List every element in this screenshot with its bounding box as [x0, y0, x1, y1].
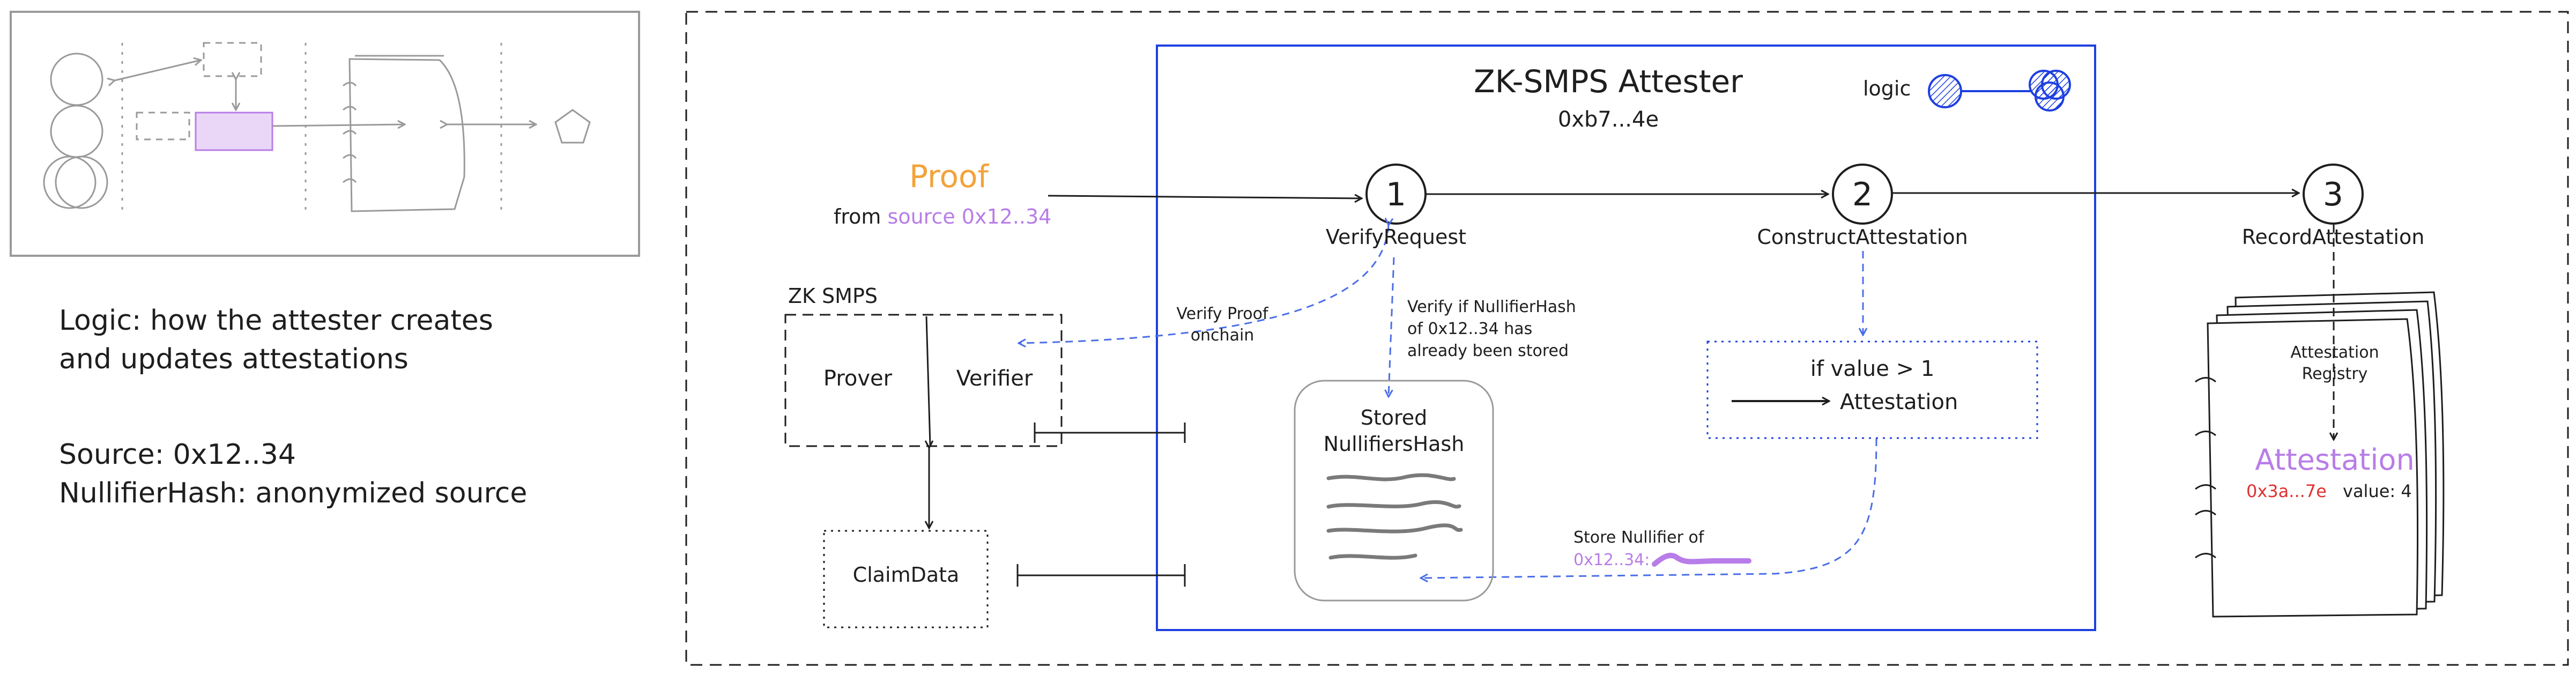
claimdata-box — [823, 530, 989, 628]
note-logic-line2: and updates attestations — [59, 343, 409, 375]
stored-line2: NullifiersHash — [1323, 432, 1465, 456]
note-nullifier: NullifierHash: anonymized source — [59, 477, 528, 509]
zk-smps-divider — [925, 316, 931, 446]
attestation-id: 0x3a...7e — [2246, 481, 2327, 501]
step-2-circle — [1832, 164, 1893, 225]
registry-label-line1: Attestation — [2290, 343, 2379, 362]
proof-from-label: from source 0x12..34 — [834, 205, 1051, 228]
attestation-registry-notebook — [2195, 291, 2445, 618]
step-3-label: RecordAttestation — [2241, 225, 2425, 249]
attestation-value: value: 4 — [2343, 481, 2412, 501]
verify-proof-line1: Verify Proof — [1176, 305, 1268, 323]
step-3-number: 3 — [2322, 176, 2344, 213]
overview-thumbnail — [10, 11, 640, 257]
arrow-verify-nullifier — [1389, 257, 1395, 397]
logic-label: logic — [1863, 77, 1911, 100]
step-3-circle — [2303, 164, 2364, 225]
step-2-label: ConstructAttestation — [1757, 225, 1968, 249]
arrow-store-nullifier — [1421, 438, 1877, 578]
proof-from: from — [834, 205, 881, 228]
step-2-number: 2 — [1852, 176, 1873, 213]
verify-if-line3: already been stored — [1407, 342, 1569, 360]
condition-line2: Attestation — [1840, 390, 1958, 414]
store-nullifier-label: Store Nullifier of — [1573, 528, 1704, 547]
outer-dashed-frame — [685, 11, 2569, 666]
arrow-verify-proof — [1019, 225, 1389, 343]
arrow-proof-to-step1 — [1048, 196, 1362, 198]
attestation-details: 0x3a...7e value: 4 — [2246, 481, 2412, 501]
step-1-number: 1 — [1385, 176, 1407, 213]
proof-title: Proof — [909, 158, 989, 195]
purple-scribble — [1652, 552, 1751, 567]
verify-proof-line2: onchain — [1190, 326, 1254, 345]
verify-if-line1: Verify if NullifierHash — [1407, 298, 1576, 316]
attestation-title: Attestation — [2255, 443, 2415, 477]
condition-box — [1706, 340, 2038, 439]
proof-source: source 0x12..34 — [887, 205, 1052, 228]
thumb-node-3b — [55, 155, 108, 209]
claimdata-label: ClaimData — [852, 563, 960, 587]
zk-smps-title: ZK SMPS — [788, 284, 878, 308]
zk-smps-box — [784, 314, 1063, 447]
note-source: Source: 0x12..34 — [59, 439, 296, 471]
step-1-circle — [1365, 164, 1427, 225]
step-1-label: VerifyRequest — [1325, 225, 1467, 249]
stored-nullifiers-box — [1294, 380, 1494, 602]
logic-venn-icon — [1928, 70, 2071, 112]
store-nullifier-value: 0x12..34: — [1573, 551, 1650, 569]
thumb-node-3a — [43, 155, 96, 209]
verifier-label: Verifier — [956, 366, 1033, 391]
note-logic-line1: Logic: how the attester creates — [59, 305, 493, 337]
nullifier-scribbles — [1326, 473, 1463, 560]
prover-label: Prover — [823, 366, 893, 391]
verify-if-line2: of 0x12..34 has — [1407, 320, 1533, 338]
stored-line1: Stored — [1360, 406, 1428, 429]
condition-line1: if value > 1 — [1810, 357, 1935, 381]
attester-title: ZK-SMPS Attester — [1473, 63, 1743, 100]
attester-address: 0xb7...4e — [1557, 107, 1659, 132]
registry-label-line2: Registry — [2302, 365, 2368, 383]
